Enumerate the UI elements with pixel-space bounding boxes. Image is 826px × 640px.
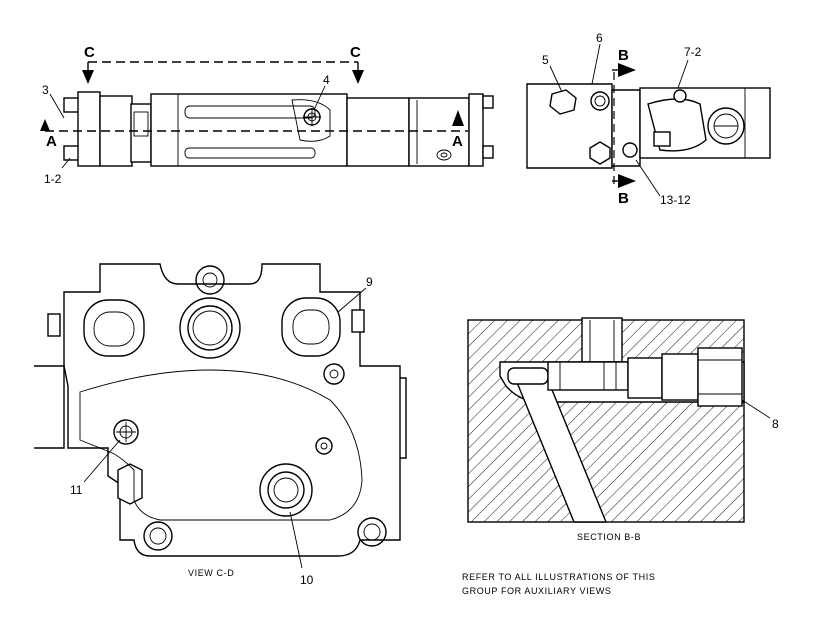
note-line-2: GROUP FOR AUXILIARY VIEWS <box>462 586 612 596</box>
callout-6: 6 <box>596 31 603 45</box>
section-mark-b-top: B <box>618 47 629 64</box>
section-mark-b-bottom: B <box>618 190 629 207</box>
section-mark-c-right: C <box>350 44 361 61</box>
callout-7-2: 7-2 <box>684 45 702 59</box>
callout-5: 5 <box>542 53 549 67</box>
callout-10: 10 <box>300 573 314 587</box>
note-line-1: REFER TO ALL ILLUSTRATIONS OF THIS <box>462 572 655 582</box>
view-c-d <box>34 263 407 557</box>
side-view <box>63 91 494 167</box>
callout-9: 9 <box>366 275 373 289</box>
section-line-a: A A <box>40 110 468 150</box>
callout-13-12: 13-12 <box>660 193 691 207</box>
callout-4: 4 <box>323 73 330 87</box>
plug-9 <box>323 363 345 385</box>
section-mark-c-left: C <box>84 44 95 61</box>
section-line-b: B B <box>612 47 636 207</box>
section-mark-a-right: A <box>452 133 463 150</box>
section-b-b <box>467 317 745 523</box>
callout-1-2: 1-2 <box>44 172 62 186</box>
caption-view-c-d: VIEW C-D <box>188 568 234 578</box>
plug-11 <box>113 419 139 445</box>
callout-11: 11 <box>70 483 83 497</box>
callout-8: 8 <box>772 417 779 431</box>
port-10 <box>259 463 313 517</box>
section-mark-a-left: A <box>46 133 57 150</box>
end-view <box>526 83 771 169</box>
callout-3: 3 <box>42 83 49 97</box>
section-line-c: C C <box>82 44 364 84</box>
caption-section-b-b: SECTION B-B <box>577 532 641 542</box>
nameplate-icon <box>436 149 452 161</box>
